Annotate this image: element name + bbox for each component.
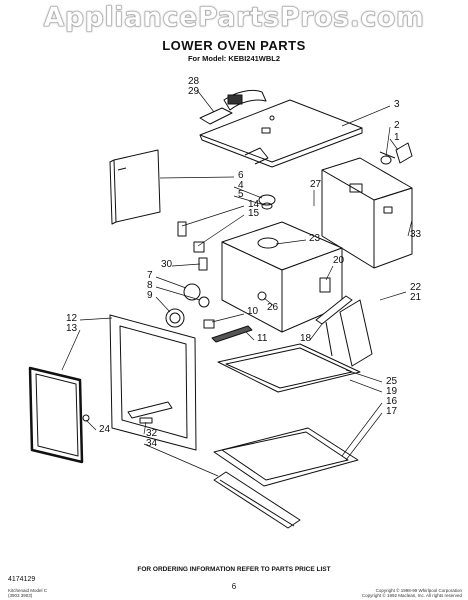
model-footnote-line: (3903 3903) — [8, 593, 33, 598]
part-number-label: 3 — [394, 99, 400, 110]
watermark: AppliancePartsPros.com — [43, 2, 425, 34]
part-number-label: 8 — [147, 280, 153, 291]
bottom-tray-part — [213, 471, 301, 529]
diagram-id: 4174129 — [8, 576, 36, 583]
part-number-label: 19 — [386, 386, 398, 397]
model-footnote: Kitchenaid Model C (3903 3903) — [8, 588, 47, 598]
pin-part — [203, 319, 215, 329]
broiler-pan-part — [213, 427, 359, 487]
part-number-label: 22 — [410, 282, 422, 293]
part-number-label: 21 — [410, 292, 422, 303]
model-footnote-line: Kitchenaid Model C — [8, 588, 48, 593]
leader-lines — [61, 89, 413, 477]
part-number-label: 30 — [161, 259, 173, 270]
part-number-label: 16 — [386, 396, 398, 407]
gasket-ring-part — [258, 194, 276, 210]
part-number-label: 15 — [248, 208, 260, 219]
part-number-label: 26 — [267, 302, 279, 313]
page-title: LOWER OVEN PARTS — [162, 38, 306, 53]
part-number-label: 20 — [333, 255, 345, 266]
ordering-note: FOR ORDERING INFORMATION REFER TO PARTS … — [137, 566, 331, 573]
left-side-panel-part — [109, 149, 161, 225]
oven-light-part — [165, 283, 210, 328]
part-number-label: 17 — [386, 406, 398, 417]
door-glass-part — [28, 366, 90, 464]
part-number-label: 1 — [394, 132, 400, 143]
part-number-label: 18 — [300, 333, 312, 344]
page-number: 6 — [231, 582, 237, 591]
part-number-label: 7 — [147, 270, 153, 281]
part-number-label: 12 — [66, 313, 78, 324]
part-number-label: 32 — [146, 428, 158, 439]
part-number-label: 33 — [410, 229, 422, 240]
part-number-label: 34 — [146, 438, 158, 449]
part-number-label: 24 — [99, 424, 111, 435]
oven-rack-part — [217, 343, 361, 393]
side-rail-part — [315, 295, 373, 367]
rear-panel-part — [321, 157, 413, 269]
vent-duct-part — [199, 89, 267, 125]
switch-part — [177, 221, 208, 271]
part-number-label: 27 — [310, 179, 322, 190]
part-number-label: 9 — [147, 290, 153, 301]
part-number-label: 14 — [248, 199, 260, 210]
copyright-line: Copyright © 1998-99 Whirlpool Corporatio… — [375, 588, 462, 593]
part-number-label: 13 — [66, 323, 78, 334]
element-bar-part — [211, 325, 253, 343]
part-number-label: 5 — [238, 189, 244, 200]
part-number-label: 28 — [188, 76, 200, 87]
part-number-label: 2 — [394, 120, 400, 131]
part-number-label: 4 — [238, 180, 244, 191]
part-number-label: 10 — [247, 306, 259, 317]
copyright-line: Copyright © 1992 Maclean, Inc. All right… — [361, 593, 462, 598]
model-subtitle: For Model: KEBI241WBL2 — [187, 54, 281, 63]
top-panel-part — [199, 99, 363, 168]
part-number-label: 6 — [238, 170, 244, 181]
part-number-label: 29 — [188, 86, 200, 97]
hinge-bracket-part — [379, 142, 413, 165]
copyright-note: Copyright © 1998-99 Whirlpool Corporatio… — [362, 588, 462, 598]
part-number-label: 25 — [386, 376, 398, 387]
part-number-label: 11 — [257, 333, 268, 344]
oven-cavity-part — [221, 221, 343, 333]
part-number-label: 23 — [309, 233, 321, 244]
